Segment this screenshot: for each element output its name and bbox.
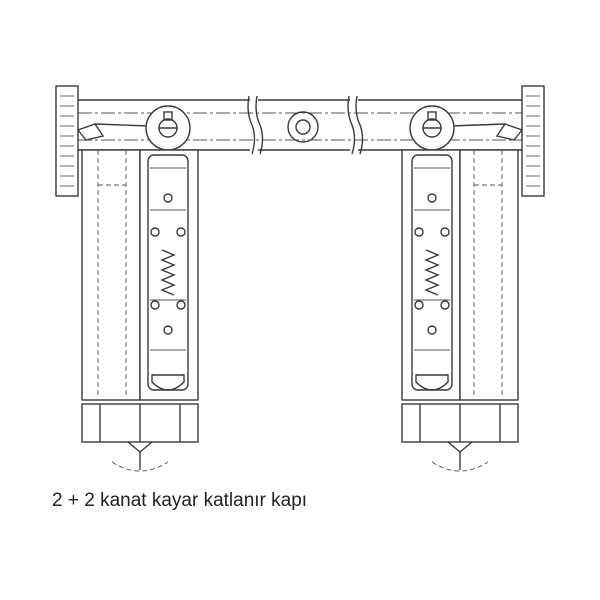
right-spring — [424, 249, 440, 296]
right-bottom-guide — [447, 441, 473, 453]
left-bottom-guide — [127, 441, 153, 453]
left-wall-bracket — [55, 85, 151, 197]
diagram-caption: 2 + 2 kanat kayar katlanır kapı — [52, 490, 308, 511]
right-door-assembly — [401, 105, 519, 472]
left-outer-panel — [81, 149, 141, 401]
left-spring — [160, 249, 176, 296]
right-outer-panel — [459, 149, 519, 401]
top-rail — [78, 95, 522, 155]
center-guide-wheel — [287, 111, 319, 143]
right-wall-bracket — [449, 85, 545, 197]
left-door-assembly — [81, 105, 199, 472]
